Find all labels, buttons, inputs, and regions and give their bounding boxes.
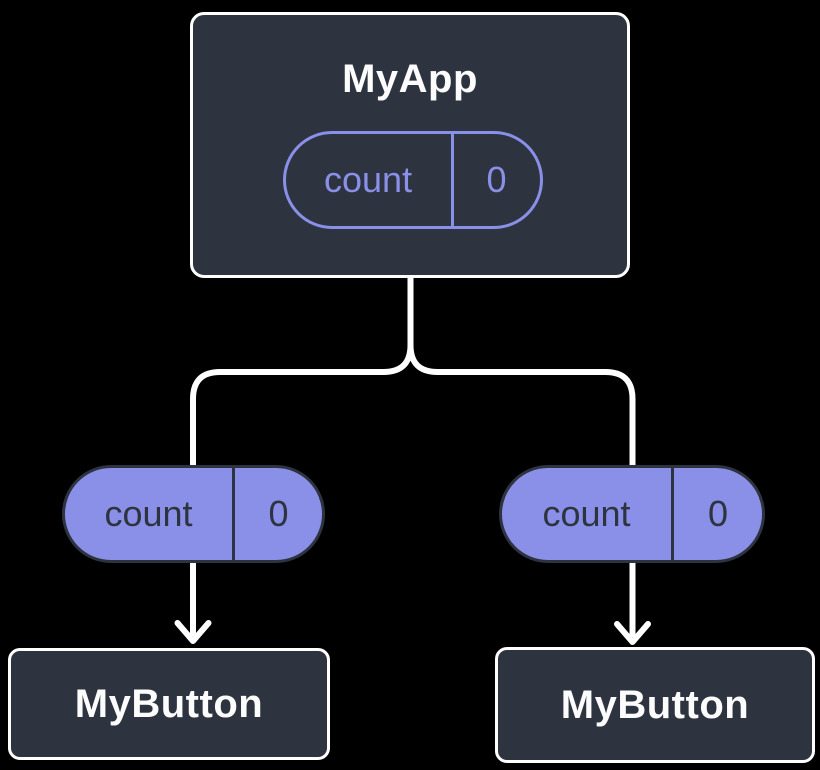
component-node-root: MyApp count 0 [190, 12, 630, 278]
prop-arrow-left-head-icon [174, 620, 212, 644]
state-value: 0 [486, 158, 507, 200]
fork-connector-right [407, 272, 636, 470]
component-node-child-left: MyButton [8, 648, 330, 760]
state-name: count [286, 133, 454, 226]
prop-name: count [65, 468, 236, 560]
prop-pill-right: count 0 [499, 465, 765, 563]
state-pill-root: count 0 [282, 130, 543, 229]
prop-value: 0 [268, 493, 289, 534]
prop-pill-left: count 0 [62, 465, 325, 563]
component-title: MyButton [560, 682, 750, 727]
prop-arrow-right-head-icon [614, 621, 651, 645]
prop-value: 0 [707, 493, 729, 534]
component-title: MyButton [74, 681, 264, 726]
component-title: MyApp [342, 57, 478, 101]
prop-name: count [502, 468, 674, 560]
component-node-child-right: MyButton [495, 647, 815, 763]
fork-connector-left [190, 272, 414, 470]
